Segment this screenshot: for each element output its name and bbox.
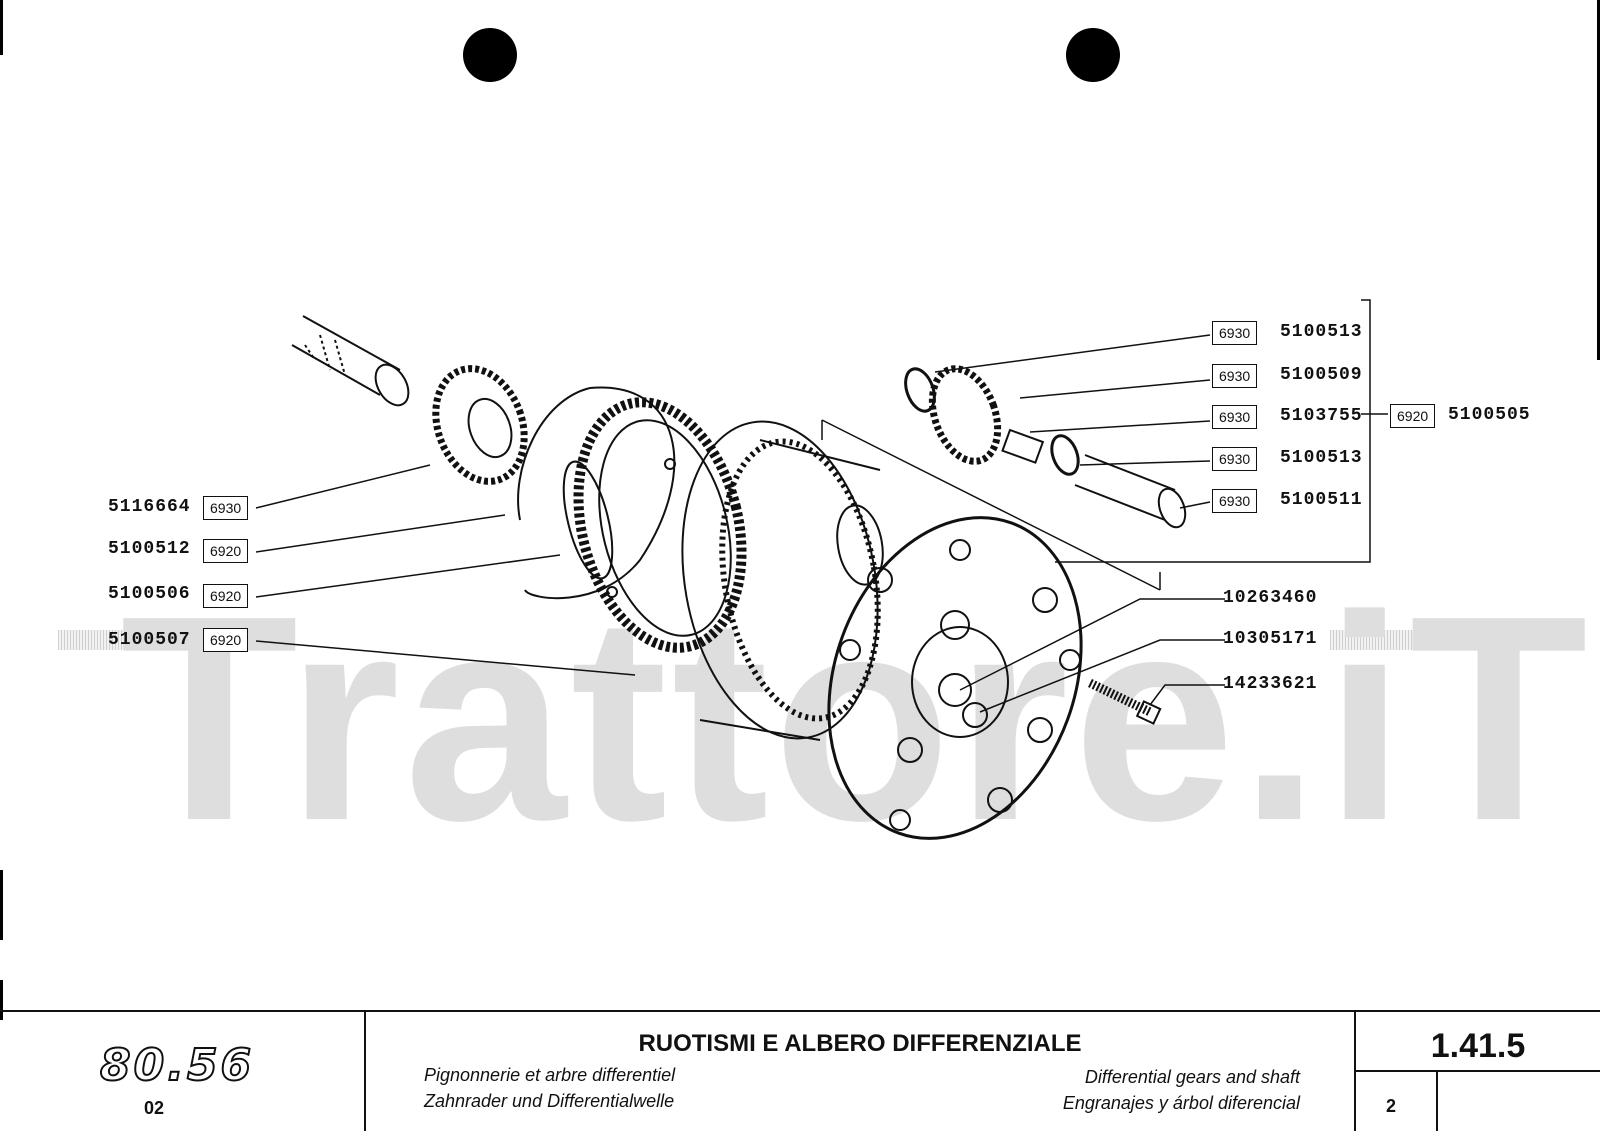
page-number: 1.41.5 <box>1356 1022 1600 1072</box>
code-box: 6930 <box>1212 489 1258 513</box>
part-number-10263460: 10263460 <box>1223 588 1318 608</box>
part-number-5103755: 5103755 <box>1280 406 1363 426</box>
edge-mark <box>0 980 3 1020</box>
model-sub: 02 <box>144 1098 165 1118</box>
spur-gear-left <box>432 365 528 485</box>
subtitle-es: Engranajes y árbol diferencial <box>1062 1093 1300 1113</box>
exploded-drawing <box>255 299 1388 840</box>
part-number-5100513: 5100513 <box>1280 322 1363 342</box>
part-number-10305171: 10305171 <box>1223 629 1318 649</box>
cover-flange <box>827 504 1083 840</box>
code-box: 6920 <box>1390 404 1436 428</box>
crown-gear <box>562 397 747 653</box>
code-box: 6930 <box>1212 447 1258 471</box>
part-number-5116664: 5116664 <box>108 497 191 517</box>
snap-ring <box>524 386 676 600</box>
subtitle-en: Differential gears and shaft <box>1084 1067 1300 1087</box>
watermark: Trattore.iT <box>120 555 1592 881</box>
code-box: 6930 <box>1212 321 1258 345</box>
title-cell: RUOTISMI E ALBERO DIFFERENZIALE Pignonne… <box>366 1012 1356 1131</box>
edge-mark <box>0 870 3 940</box>
part-number-5100512: 5100512 <box>108 539 191 559</box>
part-number-5100506: 5100506 <box>108 584 191 604</box>
differential-housing <box>681 420 881 741</box>
code-box: 6920 <box>203 628 249 652</box>
code-box: 6930 <box>1212 364 1258 388</box>
model-logo: 80.56 <box>99 1039 255 1092</box>
code-box: 6920 <box>203 584 249 608</box>
binder-hole-right <box>1066 28 1120 82</box>
edge-mark <box>1597 0 1600 360</box>
page-cell: 1.41.5 2 <box>1356 1012 1600 1131</box>
watermark-band <box>58 630 138 650</box>
part-number-5100507: 5100507 <box>108 630 191 650</box>
page-title: RUOTISMI E ALBERO DIFFERENZIALE <box>638 1030 1082 1057</box>
leader-lines <box>255 334 1388 713</box>
subtitle-de: Zahnrader und Differentialwelle <box>424 1091 675 1111</box>
input-shaft <box>291 315 410 407</box>
binder-hole-left <box>463 28 517 82</box>
subtitle-fr: Pignonnerie et arbre differentiel <box>424 1065 676 1085</box>
part-number-14233621: 14233621 <box>1223 674 1318 694</box>
part-number-5100513-b: 5100513 <box>1280 448 1363 468</box>
code-box: 6930 <box>1212 405 1258 429</box>
part-number-5100505: 5100505 <box>1448 405 1531 425</box>
title-block: 80.56 02 RUOTISMI E ALBERO DIFFERENZIALE… <box>0 1010 1600 1131</box>
watermark-band <box>1330 630 1500 650</box>
bolt <box>1088 678 1162 725</box>
code-box: 6930 <box>203 496 249 520</box>
divider <box>1436 1072 1438 1131</box>
edge-mark <box>0 0 3 55</box>
sheet-number: 2 <box>1386 1096 1397 1116</box>
part-number-5100509: 5100509 <box>1280 365 1363 385</box>
part-number-5100511: 5100511 <box>1280 490 1363 510</box>
model-cell: 80.56 02 <box>0 1012 366 1131</box>
assembly-bracket <box>1055 299 1371 563</box>
code-box: 6920 <box>203 539 249 563</box>
